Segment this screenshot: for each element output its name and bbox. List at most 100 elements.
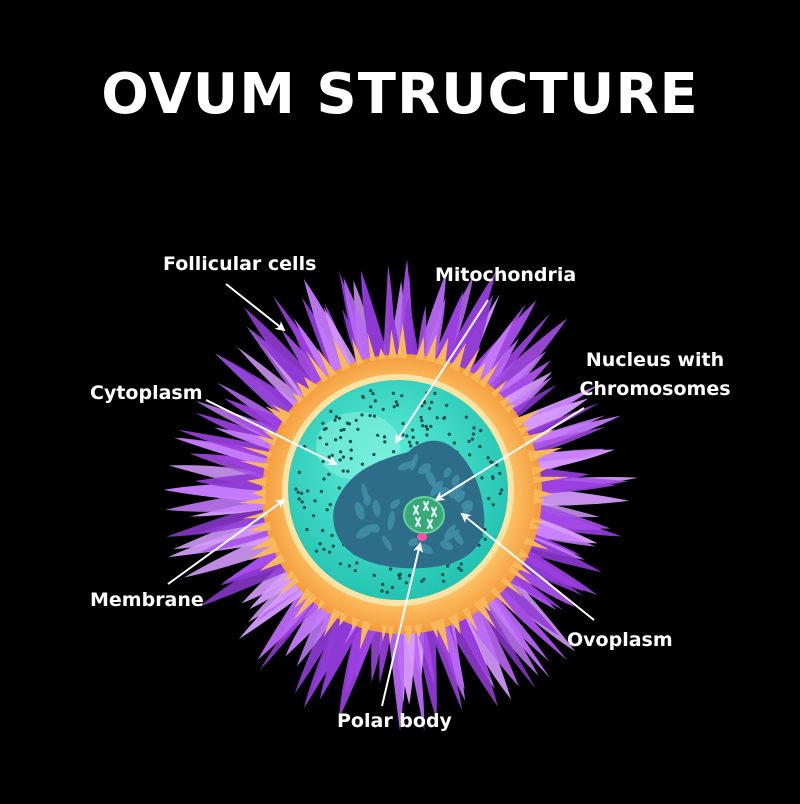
mitochondrion-dot (321, 459, 325, 464)
mitochondrion-dot (337, 416, 342, 420)
mitochondrion-dot (355, 561, 359, 565)
ovoplasm-spot (381, 535, 393, 551)
mitochondrion-dot (339, 428, 343, 432)
corona-spike (533, 476, 570, 484)
mitochondrion-dot (429, 424, 433, 428)
corona-spike (413, 624, 422, 638)
corona-spike (388, 329, 397, 359)
mitochondrion-dot (397, 573, 401, 577)
mitochondrion-dot (325, 442, 329, 446)
mitochondrion-dot (457, 566, 461, 570)
mitochondrion-dot (442, 579, 446, 583)
corona-spike (511, 560, 532, 575)
mitochondrion-dot (360, 413, 364, 417)
mitochondrion-dot (420, 419, 424, 423)
arrow-cytoplasm (205, 399, 338, 465)
mitochondrion-dot (300, 500, 304, 504)
corona-spike (367, 332, 376, 362)
corona-spike (527, 447, 563, 462)
corona-spike (528, 521, 541, 530)
ovoplasm-spot (444, 529, 460, 541)
corona-spike (277, 576, 300, 597)
mitochondrion-dot (353, 569, 357, 573)
follicular-cell-petal (237, 347, 317, 420)
mitochondrion-dot (311, 514, 316, 518)
corona-spike (434, 618, 450, 654)
mitochondrion-dot (495, 463, 499, 467)
corona-spike (518, 426, 530, 436)
label-polar-body: Polar body (337, 710, 452, 732)
mitochondrion-dot (420, 579, 424, 583)
ovoplasm-spot (354, 501, 365, 520)
corona-spike (272, 404, 292, 419)
mitochondrion-dot (372, 452, 376, 457)
mitochondrion-dot (483, 537, 487, 541)
page-title: OVUM STRUCTURE (101, 62, 699, 127)
mitochondrion-dot (478, 444, 482, 449)
mitochondrion-dot (334, 438, 338, 442)
corona-spike (523, 536, 550, 550)
ovoplasm-spot (356, 524, 374, 539)
mitochondrion-dot (381, 407, 385, 411)
mitochondrion-dot (328, 503, 332, 507)
label-nucleus-with-chromosomes: Nucleus with Chromosomes (576, 346, 734, 404)
mitochondrion-dot (318, 542, 322, 546)
corona-spike (352, 617, 361, 630)
mitochondrion-dot (424, 424, 428, 428)
mitochondrion-dot (314, 549, 319, 553)
mitochondrion-dot (498, 491, 502, 496)
chromosomes-icon (413, 501, 437, 529)
mitochondrion-dot (346, 469, 350, 473)
label-mitochondria: Mitochondria (435, 264, 577, 286)
mitochondrion-dot (333, 418, 337, 422)
mitochondrion-dot (468, 453, 472, 457)
mitochondrion-dot (321, 529, 325, 533)
mitochondrion-dot (313, 499, 317, 503)
arrow-polar-body (381, 542, 424, 707)
mitochondrion-dot (348, 439, 352, 444)
label-arrows (167, 283, 595, 707)
mitochondrion-dot (327, 455, 331, 459)
mitochondrion-dot (470, 437, 475, 441)
arrow-follicular-cells (225, 283, 286, 332)
mitochondrion-dot (342, 428, 346, 432)
ovoplasm-spot (444, 524, 456, 538)
mitochondrion-dot (443, 416, 447, 420)
ovoplasm-spot (372, 500, 381, 517)
mitochondrion-dot (405, 434, 409, 438)
ovoplasm-spot (387, 510, 395, 531)
follicular-cell-petal (517, 478, 617, 496)
corona-spike (533, 495, 545, 505)
mitochondrion-dot (369, 405, 373, 409)
mitochondrion-dot (369, 389, 373, 393)
corona-spike (425, 334, 437, 363)
mitochondrion-dot (345, 421, 349, 425)
mitochondrion-dot (423, 401, 427, 405)
mitochondrion-dot (382, 435, 387, 439)
ovoplasm-spot (440, 540, 454, 551)
mitochondrion-dot (318, 436, 322, 440)
mitochondrion-dot (322, 547, 326, 551)
mitochondrion-dot (341, 469, 345, 473)
mitochondrion-dot (422, 577, 426, 581)
mitochondrion-dot (372, 414, 377, 418)
mitochondrion-dot (421, 424, 425, 428)
corona-spike (339, 612, 349, 627)
mitochondrion-dot (296, 490, 300, 494)
corona-spike (499, 397, 511, 408)
corona-spike (469, 363, 486, 384)
mitochondrion-dot (446, 564, 450, 568)
corona-spike (359, 620, 372, 650)
mitochondrion-dot (306, 489, 310, 493)
follicular-cell-petal (177, 437, 289, 471)
follicular-cell-petal (478, 571, 568, 661)
corona-spike (252, 488, 267, 498)
mitochondrion-dot (319, 489, 323, 494)
mitochondrion-dot (425, 433, 429, 437)
mitochondrion-dot (360, 462, 364, 466)
mitochondrion-dot (415, 441, 419, 445)
mitochondrion-dot (330, 453, 334, 457)
mitochondrion-dot (464, 415, 468, 419)
mitochondrion-dot (471, 432, 475, 436)
